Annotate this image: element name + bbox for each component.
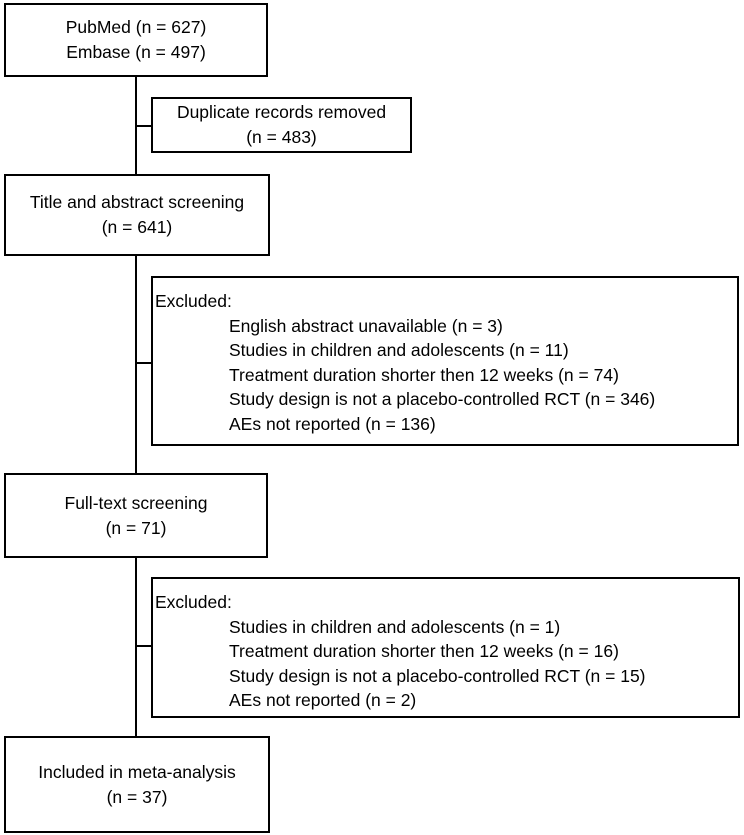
excluded-1-item: English abstract unavailable (n = 3) [229, 315, 503, 336]
excluded-2-item: AEs not reported (n = 2) [229, 690, 417, 710]
included-box: Included in meta-analysis (n = 37) [4, 736, 270, 833]
excluded-1-item: AEs not reported (n = 136) [229, 413, 436, 434]
excluded-box-1: Excluded: English abstract unavailable (… [151, 276, 739, 446]
main-flow-line [135, 76, 137, 736]
connector-excluded-2 [135, 645, 152, 647]
sources-pubmed: PubMed (n = 627) [65, 17, 207, 37]
title-screening-label: Title and abstract screening [29, 192, 245, 212]
excluded-2-heading: Excluded: [155, 592, 232, 612]
excluded-2-item: Study design is not a placebo-controlled… [229, 665, 646, 686]
connector-excluded-1 [135, 362, 152, 364]
excluded-2-item: Studies in children and adolescents (n =… [229, 616, 561, 637]
included-label: Included in meta-analysis [38, 761, 236, 782]
fulltext-screening-count: (n = 71) [105, 517, 167, 538]
excluded-1-item: Treatment duration shorter then 12 weeks… [229, 364, 619, 385]
duplicates-count: (n = 483) [246, 127, 317, 147]
included-count: (n = 37) [106, 786, 168, 807]
excluded-2-item: Treatment duration shorter then 12 weeks… [229, 641, 619, 661]
title-screening-box: Title and abstract screening (n = 641) [4, 174, 270, 256]
connector-duplicates [135, 125, 152, 127]
fulltext-screening-label: Full-text screening [64, 492, 208, 513]
sources-embase: Embase (n = 497) [66, 42, 206, 62]
duplicates-label: Duplicate records removed [176, 102, 387, 122]
excluded-1-heading: Excluded: [155, 291, 232, 311]
excluded-1-item: Studies in children and adolescents (n =… [229, 340, 569, 360]
sources-box: PubMed (n = 627) Embase (n = 497) [4, 3, 268, 77]
title-screening-count: (n = 641) [101, 217, 173, 237]
duplicates-box: Duplicate records removed (n = 483) [151, 97, 412, 153]
excluded-box-2: Excluded: Studies in children and adoles… [151, 577, 740, 718]
excluded-1-item: Study design is not a placebo-controlled… [229, 389, 656, 409]
fulltext-screening-box: Full-text screening (n = 71) [4, 473, 268, 558]
